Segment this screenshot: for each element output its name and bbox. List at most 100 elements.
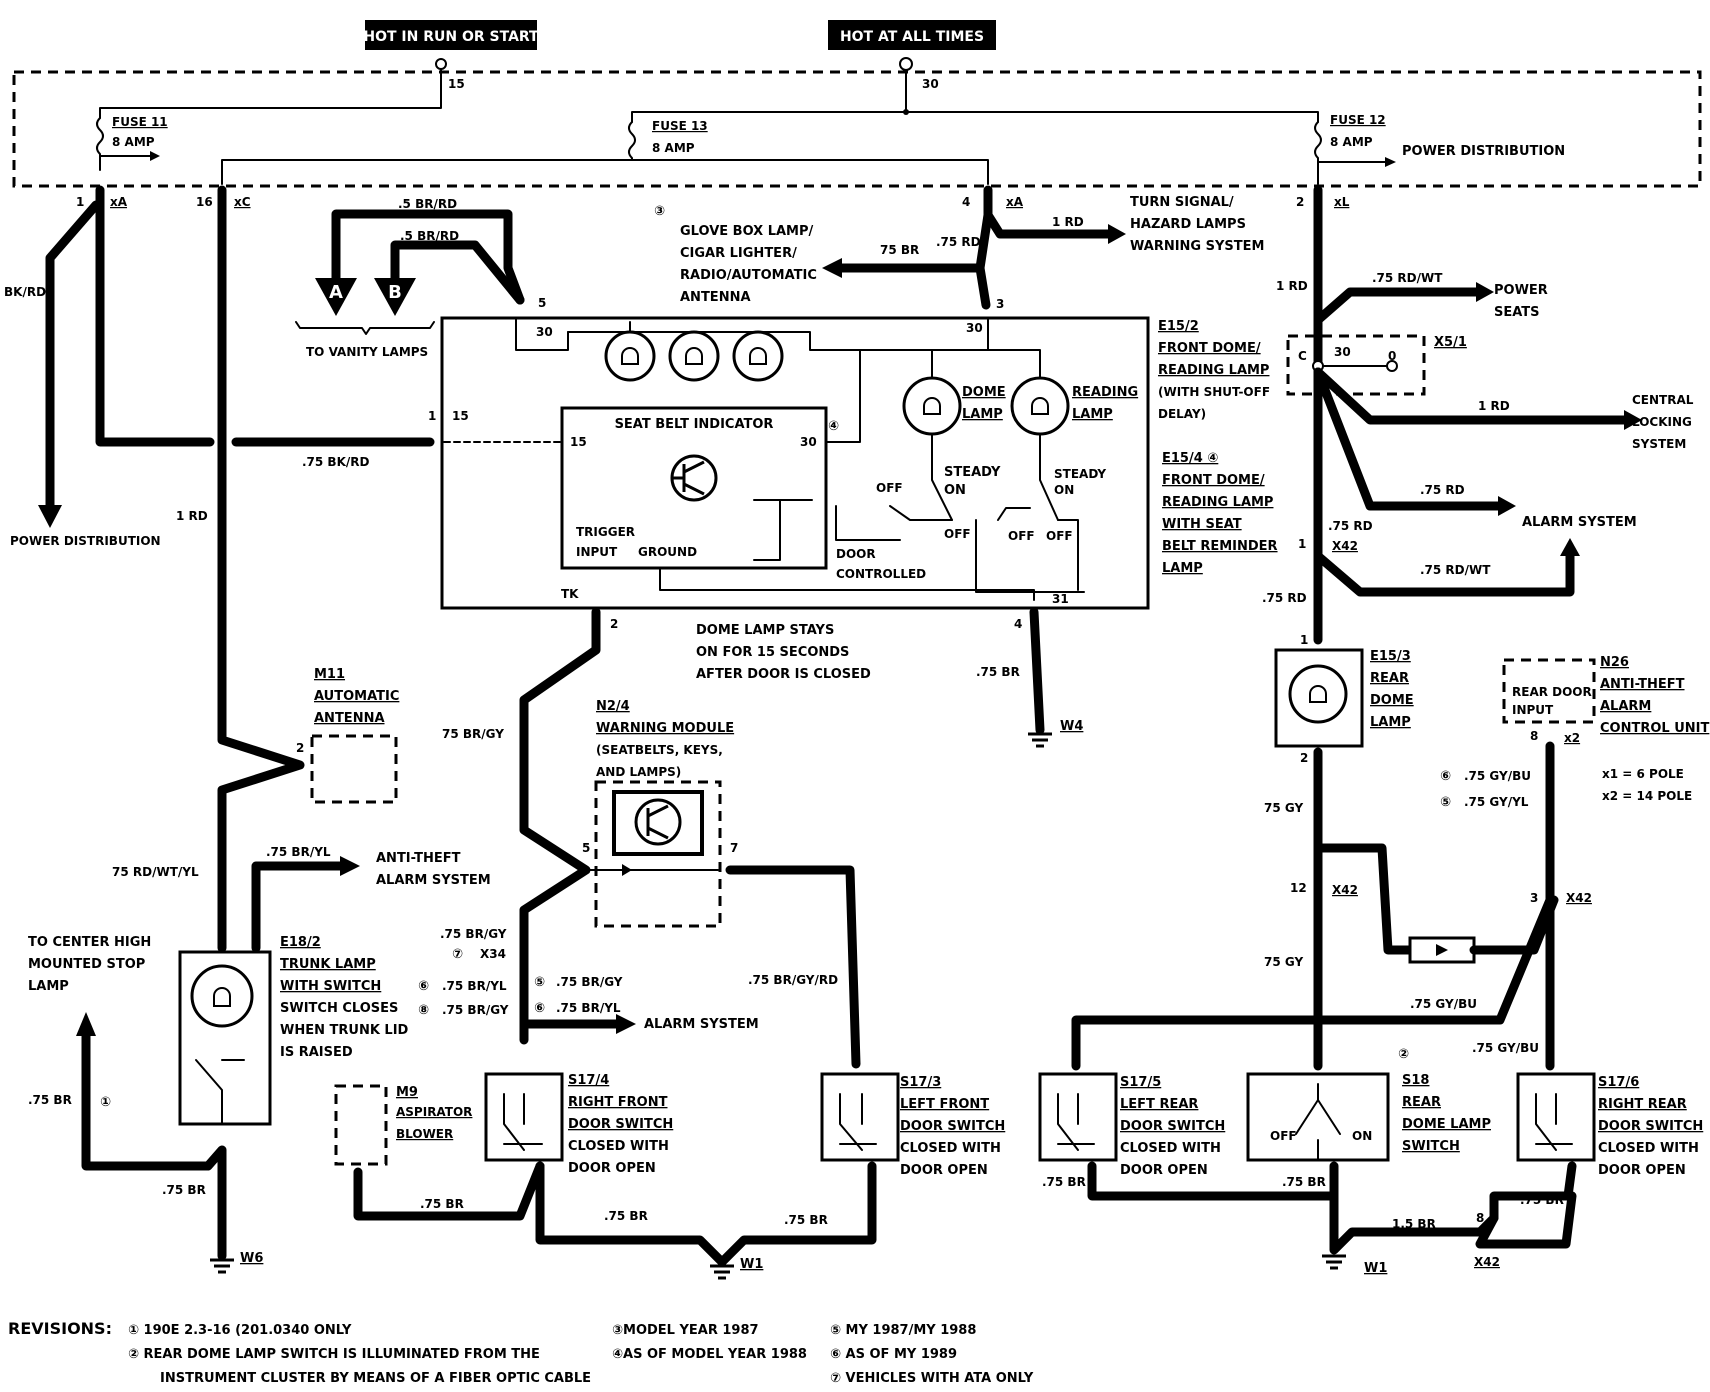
s17-6-switch-icon <box>1535 1093 1573 1151</box>
s17-4-line-3: CLOSED WITH <box>568 1139 669 1154</box>
gy75b-label: 75 GY <box>1264 955 1303 969</box>
wire-to-pin3 <box>975 263 991 310</box>
wire-alarm-right <box>1313 367 1503 511</box>
vanity-caption: TO VANITY LAMPS <box>306 345 428 359</box>
wire-xc16-down <box>217 185 305 953</box>
power-distribution-left-1: POWER DISTRIBUTION <box>10 534 161 548</box>
center-pin2: 2 <box>610 617 618 631</box>
x42-1-pin: 1 <box>1298 537 1306 551</box>
trunk-line-4: WHEN TRUNK LID <box>280 1023 409 1038</box>
right-rd1b: 1 RD <box>1478 399 1510 413</box>
wire-vanity-b <box>390 240 525 305</box>
e15-3-pin1: 1 <box>1300 633 1308 647</box>
vanity-a-triangle <box>315 278 357 316</box>
e15-3-line-3: LAMP <box>1370 715 1411 730</box>
warning-pin7: 7 <box>730 841 738 855</box>
revision-7: ⑦ VEHICLES WITH ATA ONLY <box>830 1371 1034 1386</box>
br-yl-b-label: .75 BR/YL <box>556 1001 621 1015</box>
wire-term30-b <box>905 111 1319 123</box>
module-pin1: 1 <box>428 409 436 423</box>
module-pin15: 15 <box>452 409 469 423</box>
wire-turn-signal <box>983 210 1113 239</box>
trigger-line-1: TRIGGER <box>576 525 635 539</box>
wire-sb-30 <box>825 349 861 443</box>
n26-line-1: ANTI-THEFT <box>1600 677 1685 692</box>
turn-arrow <box>1108 224 1126 244</box>
wire-ground-31 <box>659 567 1035 601</box>
n26-gy-bu: .75 GY/BU <box>1464 769 1531 783</box>
fuse-box-outline <box>12 70 1702 188</box>
trunk-br75b-label: .75 BR <box>162 1183 206 1197</box>
fuse11-symbol <box>96 117 104 171</box>
hot-in-run-label-bg <box>365 20 537 50</box>
steady-on1-b: ON <box>944 483 966 498</box>
alarm-center-label: ALARM SYSTEM <box>644 1017 759 1032</box>
wire-w4 <box>1029 607 1045 735</box>
vanity-wire2-label: .5 BR/RD <box>400 229 459 243</box>
s17-6-line-2: DOOR SWITCH <box>1598 1119 1703 1134</box>
n26-input-2: INPUT <box>1512 703 1554 717</box>
ref5b-label: ⑤ <box>534 975 545 990</box>
w6-name: W6 <box>240 1251 263 1266</box>
e15-4-line-2: READING LAMP <box>1162 495 1273 510</box>
e15-4-code: E15/4 ④ <box>1162 451 1218 466</box>
s17-4-box <box>484 1072 564 1162</box>
wire-power-seats <box>1313 287 1481 325</box>
warning-module-box <box>594 780 722 928</box>
antenna-code: M11 <box>314 667 345 682</box>
w4-pin: 4 <box>1014 617 1022 631</box>
rear-br-c: .75 BR <box>1520 1193 1564 1207</box>
xc16-name: xC <box>234 195 251 209</box>
fuse13-rating: 8 AMP <box>652 141 695 155</box>
n26-ref5: ⑤ <box>1440 795 1451 810</box>
sb-t30: 30 <box>800 435 817 449</box>
bk-rd-75-label: .75 BK/RD <box>302 455 370 469</box>
x5-1-c: C <box>1298 349 1307 363</box>
power-dist-arrow <box>38 505 62 528</box>
ground-w1-rear-icon <box>1322 1254 1346 1270</box>
s17-3-box <box>820 1072 900 1162</box>
antenna-box <box>310 734 398 804</box>
center-br-b: .75 BR <box>784 1213 828 1227</box>
s18-ref: ② <box>1398 1047 1409 1062</box>
gy-bu-a-label: .75 GY/BU <box>1410 997 1477 1011</box>
x42-3-label: X42 <box>1566 891 1592 905</box>
s17-3-line-3: CLOSED WITH <box>900 1141 1001 1156</box>
n26-pin: 8 <box>1530 729 1538 743</box>
glove-wire-label: 75 BR <box>880 243 919 257</box>
m9-line-2: BLOWER <box>396 1127 453 1141</box>
right-rd-wt2: .75 RD/WT <box>1420 563 1491 577</box>
hot-all-times-label: HOT AT ALL TIMES <box>840 29 984 45</box>
xc16-pin: 16 <box>196 195 213 209</box>
x5-1-0: 0 <box>1388 349 1396 363</box>
trunk-anti-theft-2: ALARM SYSTEM <box>376 873 491 888</box>
x42-12-label: X42 <box>1332 883 1358 897</box>
s17-5-line-1: LEFT REAR <box>1120 1097 1198 1112</box>
n26-x2: x2 <box>1564 731 1580 745</box>
xa1-name: xA <box>110 195 128 209</box>
rear-br-a: .75 BR <box>1042 1175 1086 1189</box>
rear-dome-lamp-icon <box>1288 664 1348 724</box>
to-center-1: TO CENTER HIGH <box>28 935 151 950</box>
wire-dome-switch <box>931 433 953 521</box>
s17-5-line-3: CLOSED WITH <box>1120 1141 1221 1156</box>
s17-6-line-3: CLOSED WITH <box>1598 1141 1699 1156</box>
glove-arrow <box>822 258 842 278</box>
w4-wire: .75 BR <box>976 665 1020 679</box>
revision-4: ④AS OF MODEL YEAR 1988 <box>612 1347 807 1362</box>
alarm-center-arrow <box>616 1014 636 1034</box>
hot-in-run-label: HOT IN RUN OR START <box>363 29 539 45</box>
wire-rear-ground-a <box>1087 1161 1339 1201</box>
ground-w6-icon <box>210 1258 234 1274</box>
reading-label-2: LAMP <box>1072 407 1113 422</box>
steady-on1-a: STEADY <box>944 465 1001 480</box>
e15-3-line-1: REAR <box>1370 671 1409 686</box>
wire-lamp-switches <box>889 505 1085 593</box>
power-distribution-top-label: POWER DISTRIBUTION <box>1402 144 1565 159</box>
glove-line-3: RADIO/AUTOMATIC <box>680 268 817 283</box>
revision-5: ⑤ MY 1987/MY 1988 <box>830 1323 976 1338</box>
wire-term30-a <box>631 69 907 123</box>
trunk-switch-icon <box>195 1059 245 1125</box>
e15-2-line-1: FRONT DOME/ <box>1158 341 1261 356</box>
br-yl-a-label: .75 BR/YL <box>442 979 507 993</box>
